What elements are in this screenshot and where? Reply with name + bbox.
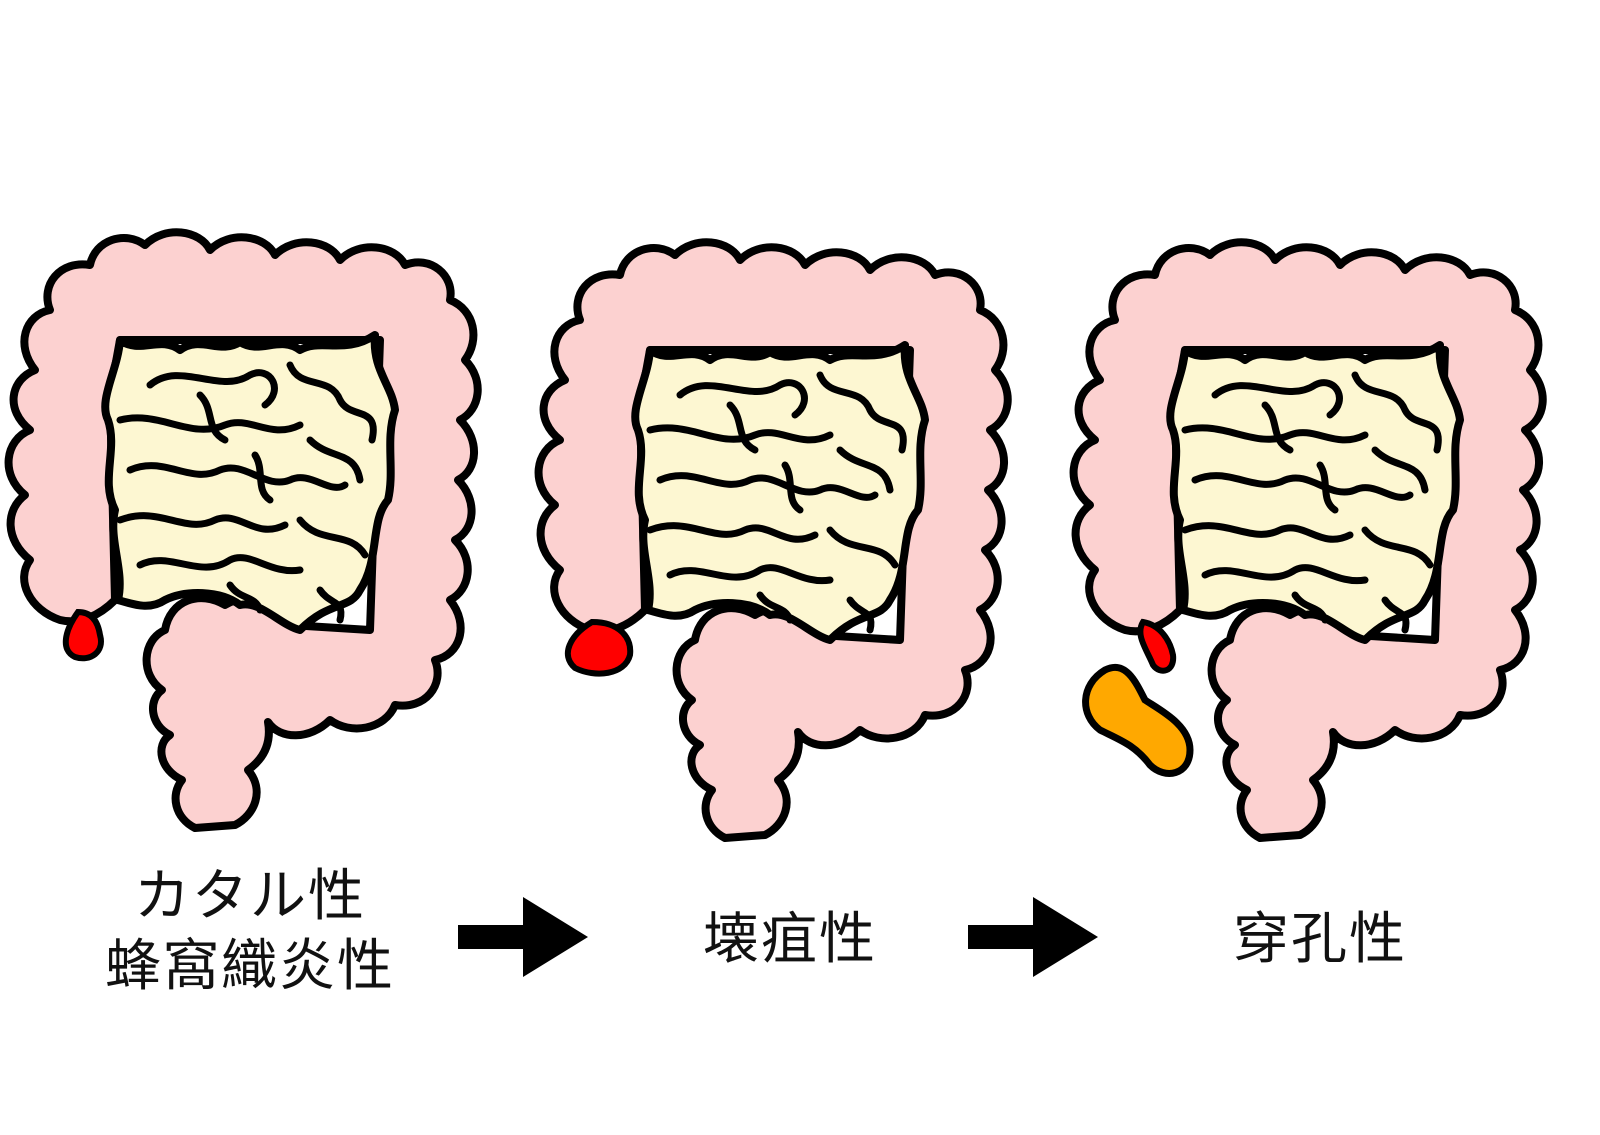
colon-illustration-3 — [1074, 242, 1543, 838]
stage-label-gangrenous: 壊疽性 — [610, 905, 970, 975]
appendix-icon-2 — [564, 618, 634, 677]
stage-label-line: 蜂窩織炎性 — [105, 934, 395, 999]
stage-label-perforated: 穿孔性 — [1140, 905, 1500, 975]
stage-label-line: 穿孔性 — [1233, 907, 1407, 972]
colon-illustration-1 — [9, 232, 478, 828]
abscess-icon — [1082, 663, 1194, 777]
arrow-right-icon — [968, 897, 1098, 977]
colon-illustration-2 — [539, 242, 1008, 838]
stage-label-line: カタル性 — [134, 864, 366, 929]
stage-label-line: 壊疽性 — [703, 907, 877, 972]
appendix-icon-3 — [1137, 618, 1177, 674]
arrow-right-icon — [458, 897, 588, 977]
stage-label-catarrhal: カタル性 蜂窩織炎性 — [60, 862, 440, 1002]
appendix-icon-1 — [62, 608, 104, 662]
